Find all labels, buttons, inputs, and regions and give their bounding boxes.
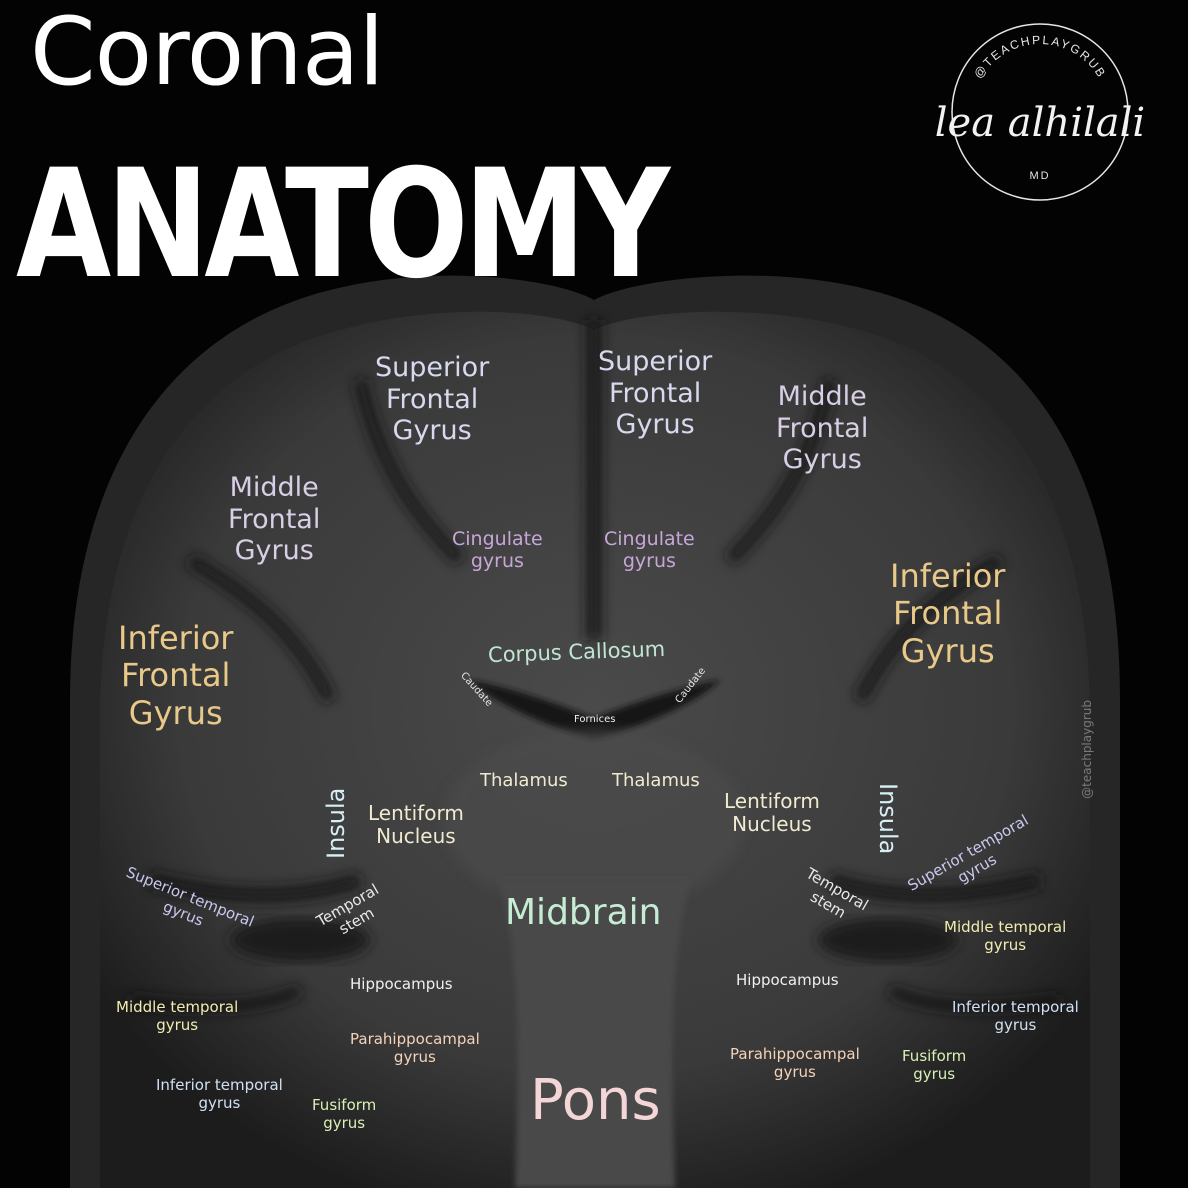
label-hippocampus-left: Hippocampus bbox=[350, 975, 453, 993]
lateral-ventricles bbox=[470, 680, 720, 740]
logo-signature: lea alhilali bbox=[935, 100, 1145, 146]
sulci-shading bbox=[129, 320, 1061, 1013]
label-pons: Pons bbox=[530, 1068, 661, 1133]
brainstem bbox=[500, 880, 690, 1188]
label-insula-left: Insula bbox=[322, 787, 350, 859]
title-coronal: Coronal bbox=[30, 0, 385, 107]
label-midbrain: Midbrain bbox=[505, 892, 662, 933]
label-thalamus-left: Thalamus bbox=[480, 770, 568, 791]
title-anatomy: ANATOMY bbox=[16, 138, 670, 312]
label-thalamus-right: Thalamus bbox=[612, 770, 700, 791]
label-hippocampus-right: Hippocampus bbox=[736, 971, 839, 989]
label-insula-right: Insula bbox=[874, 783, 902, 855]
logo-arc-text: @TEACHPLAYGRUB bbox=[971, 33, 1109, 81]
logo-circle bbox=[951, 23, 1129, 201]
logo-md: MD bbox=[1029, 170, 1050, 182]
label-fornices: Fornices bbox=[574, 714, 616, 725]
author-logo: @TEACHPLAYGRUB lea alhilali MD bbox=[935, 23, 1145, 201]
watermark-handle: @teachplaygrub bbox=[1080, 700, 1094, 799]
